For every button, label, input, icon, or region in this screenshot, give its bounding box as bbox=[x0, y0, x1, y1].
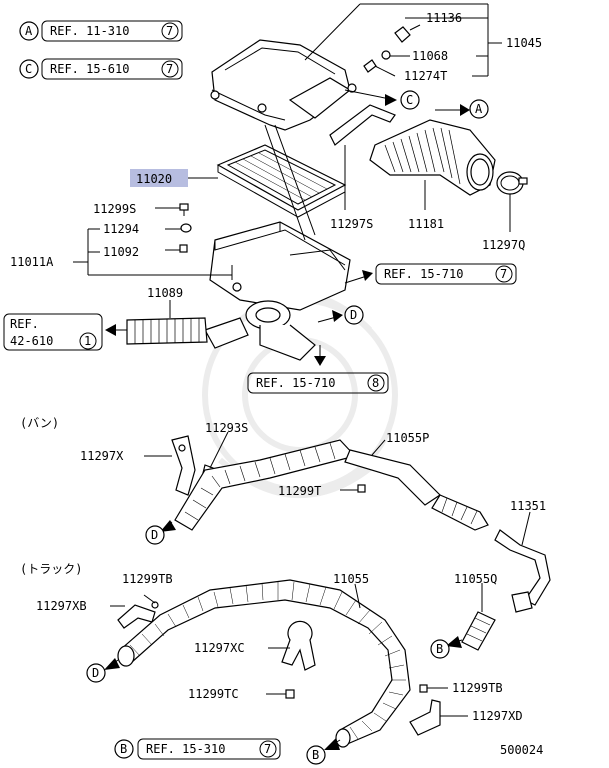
air-cleaner-cover bbox=[210, 39, 357, 131]
svg-text:7: 7 bbox=[166, 24, 173, 38]
part-11294-washer bbox=[180, 223, 192, 233]
label-11297xd: 11297XD bbox=[472, 709, 523, 723]
part-11297xc-clamp bbox=[281, 620, 316, 671]
label-11297x: 11297X bbox=[80, 449, 124, 463]
part-11055-hose bbox=[117, 579, 411, 748]
label-11351: 11351 bbox=[510, 499, 546, 513]
label-11297xb: 11297XB bbox=[36, 599, 87, 613]
part-11297s-clamp bbox=[329, 104, 396, 146]
part-11297q-clamp bbox=[496, 171, 528, 195]
label-11068: 11068 bbox=[412, 49, 448, 63]
marker-b-1[interactable]: B bbox=[430, 639, 450, 659]
svg-text:REF. 15-610: REF. 15-610 bbox=[50, 62, 129, 76]
svg-text:B: B bbox=[436, 642, 443, 656]
svg-text:7: 7 bbox=[166, 62, 173, 76]
svg-text:7: 7 bbox=[264, 742, 271, 756]
ref-a-box[interactable]: A REF. 11-310 7 bbox=[19, 20, 183, 42]
label-11299tb-2: 11299TB bbox=[452, 681, 503, 695]
part-11092-collar bbox=[179, 244, 188, 253]
marker-d-2[interactable]: D bbox=[145, 525, 165, 545]
ref-15-710-7-box[interactable]: REF. 15-710 7 bbox=[375, 263, 517, 285]
svg-text:REF. 15-710: REF. 15-710 bbox=[384, 267, 463, 281]
label-11092: 11092 bbox=[103, 245, 139, 259]
label-11294: 11294 bbox=[103, 222, 139, 236]
label-11299t: 11299T bbox=[278, 484, 321, 498]
svg-text:REF. 15-710: REF. 15-710 bbox=[256, 376, 335, 390]
svg-text:C: C bbox=[406, 93, 413, 107]
ref-42-610-box[interactable]: REF. 42-610 1 bbox=[3, 313, 103, 351]
marker-d-1[interactable]: D bbox=[344, 305, 364, 325]
air-filter-element bbox=[216, 144, 347, 218]
part-11068-grommet bbox=[381, 50, 391, 60]
part-11181-intake-hose bbox=[369, 119, 496, 196]
ref-15-710-8-box[interactable]: REF. 15-710 8 bbox=[247, 372, 389, 394]
label-11297q: 11297Q bbox=[482, 238, 525, 252]
label-11299tc: 11299TC bbox=[188, 687, 239, 701]
label-11045: 11045 bbox=[506, 36, 542, 50]
section-truck-label: (トラック) bbox=[20, 562, 82, 576]
svg-text:REF. 15-310: REF. 15-310 bbox=[146, 742, 225, 756]
figure-number: 500024 bbox=[500, 743, 543, 757]
part-11299tc-clip bbox=[285, 689, 295, 699]
svg-text:8: 8 bbox=[372, 376, 379, 390]
svg-text:C: C bbox=[25, 62, 32, 76]
label-11299s: 11299S bbox=[93, 202, 136, 216]
label-11297xc: 11297XC bbox=[194, 641, 245, 655]
part-11089-hose bbox=[126, 317, 208, 345]
part-11136-clip bbox=[394, 24, 421, 43]
label-11181: 11181 bbox=[408, 217, 444, 231]
part-11299s-bolt bbox=[179, 203, 189, 216]
svg-text:D: D bbox=[151, 528, 158, 542]
label-11089: 11089 bbox=[147, 286, 183, 300]
marker-b-2[interactable]: B bbox=[306, 745, 326, 765]
marker-c[interactable]: C bbox=[400, 90, 420, 110]
marker-d-3[interactable]: D bbox=[86, 663, 106, 683]
part-11299t-clip bbox=[357, 484, 366, 493]
label-11297s: 11297S bbox=[330, 217, 373, 231]
svg-text:D: D bbox=[350, 308, 357, 322]
svg-text:A: A bbox=[475, 102, 483, 116]
part-11297xd-bracket bbox=[409, 699, 441, 736]
label-11293s: 11293S bbox=[205, 421, 248, 435]
label-11299tb-1: 11299TB bbox=[122, 572, 173, 586]
part-11351-pipe bbox=[494, 529, 551, 613]
svg-text:REF. 11-310: REF. 11-310 bbox=[50, 24, 129, 38]
ref-c-box[interactable]: C REF. 15-610 7 bbox=[19, 58, 183, 80]
part-11297x-bracket bbox=[171, 435, 196, 496]
air-cleaner-housing bbox=[204, 221, 351, 361]
svg-text:B: B bbox=[120, 742, 127, 756]
label-11055: 11055 bbox=[333, 572, 369, 586]
svg-text:D: D bbox=[92, 666, 99, 680]
marker-a[interactable]: A bbox=[469, 99, 489, 119]
part-11274t-nut bbox=[363, 59, 377, 73]
label-11011a: 11011A bbox=[10, 255, 54, 269]
part-11299tb-clip-2 bbox=[419, 684, 428, 693]
svg-text:REF.: REF. bbox=[10, 317, 39, 331]
svg-text:7: 7 bbox=[500, 267, 507, 281]
label-11136: 11136 bbox=[426, 11, 462, 25]
section-van-label: (バン) bbox=[20, 416, 59, 430]
part-11055q-hose bbox=[461, 611, 496, 651]
svg-text:11020: 11020 bbox=[136, 172, 172, 186]
label-11020: 11020 bbox=[130, 169, 188, 187]
svg-text:B: B bbox=[312, 748, 319, 762]
label-11274t: 11274T bbox=[404, 69, 447, 83]
svg-text:1: 1 bbox=[84, 334, 91, 348]
label-11055p: 11055P bbox=[386, 431, 429, 445]
svg-text:42-610: 42-610 bbox=[10, 334, 53, 348]
svg-text:A: A bbox=[25, 24, 33, 38]
label-11055q: 11055Q bbox=[454, 572, 497, 586]
ref-b-box[interactable]: B REF. 15-310 7 bbox=[114, 738, 281, 760]
part-11055p-hose bbox=[174, 439, 489, 531]
